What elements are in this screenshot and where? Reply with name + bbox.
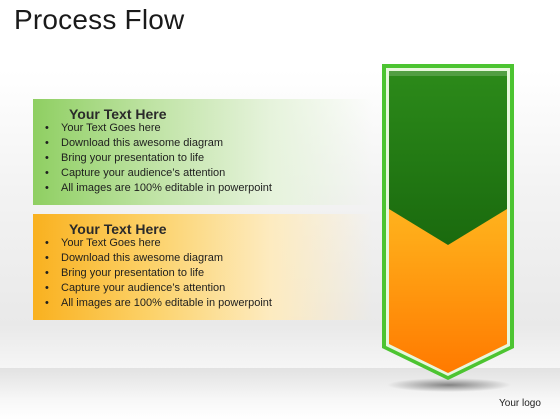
list-item-text: Capture your audience’s attention (61, 282, 226, 294)
floor-reflection (0, 368, 560, 420)
list-item-text: Your Text Goes here (61, 122, 161, 134)
bullet-icon: • (45, 237, 49, 249)
bullet-icon: • (45, 122, 49, 134)
list-item-text: All images are 100% editable in powerpoi… (61, 182, 272, 194)
bullet-list: • Your Text Goes here • Download this awes… (45, 236, 272, 311)
list-item: • Bring your presentation to life (45, 266, 272, 281)
bullet-icon: • (45, 252, 49, 264)
list-item: • All images are 100% editable in powerpo… (45, 296, 272, 311)
list-item: • Bring your presentation to life (45, 151, 272, 166)
list-item-text: Capture your audience’s attention (61, 167, 226, 179)
bullet-icon: • (45, 137, 49, 149)
stage-green (389, 71, 507, 245)
process-arrow (382, 64, 514, 392)
list-item: • Capture your audience’s attention (45, 166, 272, 181)
panel-heading: Your Text Here (69, 221, 167, 237)
bullet-icon: • (45, 167, 49, 179)
arrow-highlight (389, 71, 507, 76)
list-item: • Your Text Goes here (45, 236, 272, 251)
bullet-icon: • (45, 282, 49, 294)
text-panel-orange: Your Text Here • Your Text Goes here • Dow… (33, 214, 373, 320)
bullet-icon: • (45, 182, 49, 194)
list-item-text: Bring your presentation to life (61, 267, 205, 279)
slide-title: Process Flow (14, 4, 185, 35)
logo-text: Your logo (499, 398, 541, 409)
list-item-text: Your Text Goes here (61, 237, 161, 249)
bullet-icon: • (45, 152, 49, 164)
panel-heading: Your Text Here (69, 106, 167, 122)
list-item: • Download this awesome diagram (45, 251, 272, 266)
bullet-list: • Your Text Goes here • Download this awes… (45, 121, 272, 196)
arrow-shadow (387, 378, 511, 392)
list-item: • All images are 100% editable in powerpo… (45, 181, 272, 196)
list-item-text: All images are 100% editable in powerpoi… (61, 297, 272, 309)
list-item-text: Download this awesome diagram (61, 137, 224, 149)
bullet-icon: • (45, 297, 49, 309)
list-item: • Your Text Goes here (45, 121, 272, 136)
list-item-text: Bring your presentation to life (61, 152, 205, 164)
text-panel-green: Your Text Here • Your Text Goes here • Dow… (33, 99, 373, 205)
list-item: • Capture your audience’s attention (45, 281, 272, 296)
list-item-text: Download this awesome diagram (61, 252, 224, 264)
list-item: • Download this awesome diagram (45, 136, 272, 151)
bullet-icon: • (45, 267, 49, 279)
